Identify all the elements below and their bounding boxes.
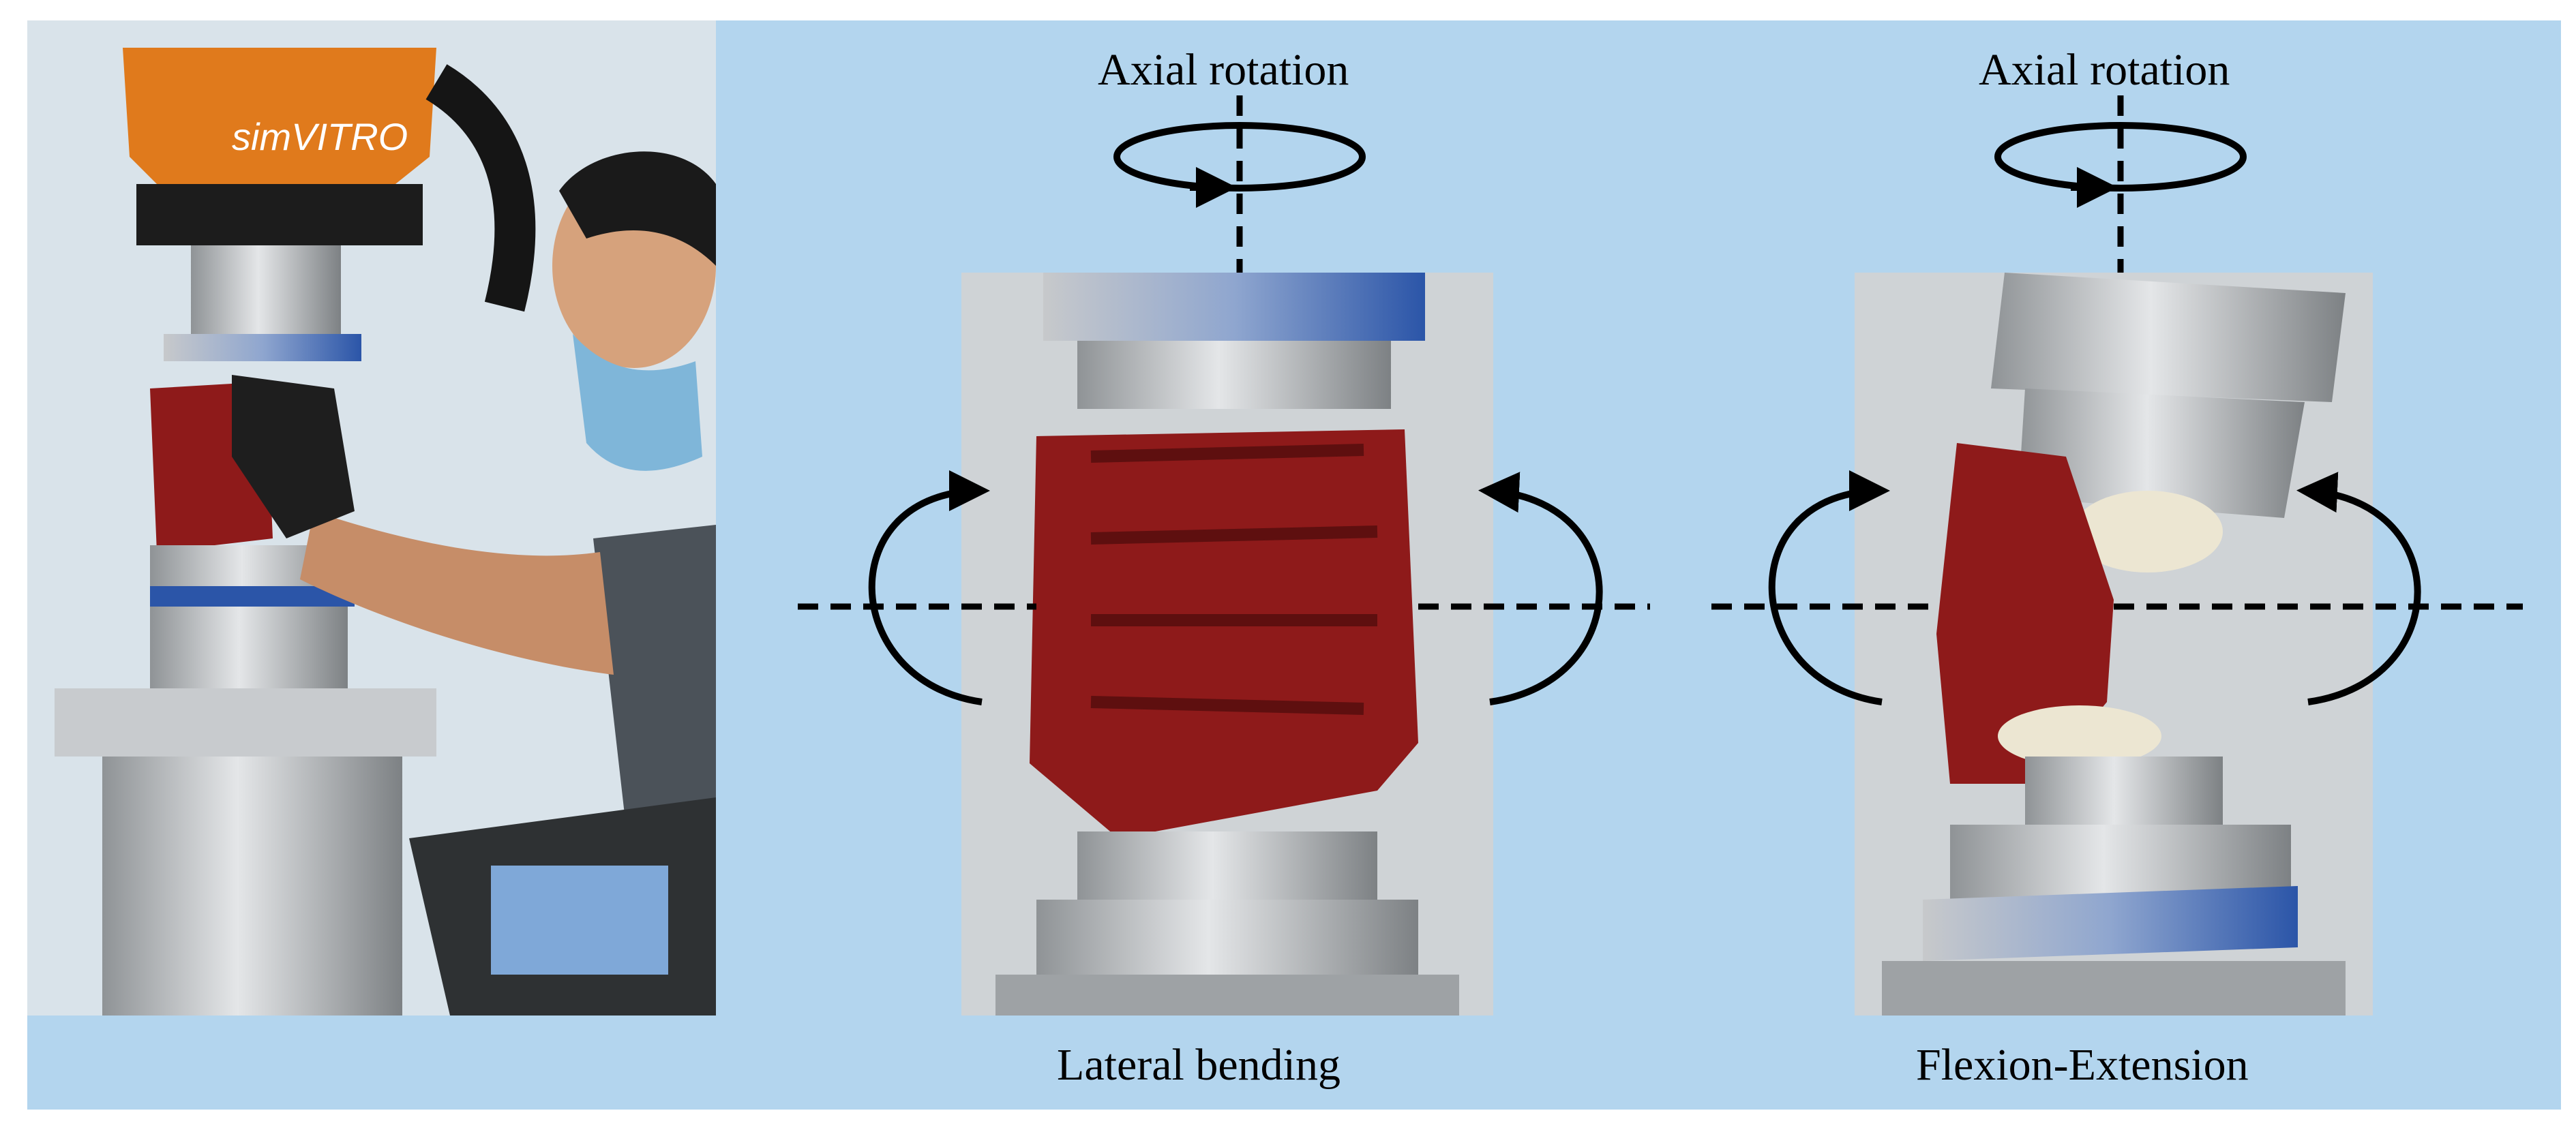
lateral-bend-arrow-right [1478,472,1603,705]
flexion-bottom-label: Flexion-Extension [1916,1040,2249,1090]
pedestal-column [102,757,402,1016]
lateral-bend-arrow-left [868,470,990,705]
lateral-specimen [1030,429,1418,838]
pendant-screen [491,866,668,975]
lower-load-base [150,607,348,688]
flexion-upper-clamp [2018,388,2305,518]
operator-arm [300,511,614,675]
axial-rotation-ellipse-right [1994,122,2247,192]
lateral-bottom-label: Lateral bending [1057,1040,1341,1090]
lower-fixture-blue [150,586,355,607]
axial-rotation-ellipse [1113,122,1366,192]
operator-hair [559,151,716,266]
flexion-upper-cement [2073,491,2223,572]
flexion-lower-cement [1998,705,2161,767]
flexion-top-label: Axial rotation [1979,45,2230,95]
lateral-specimen-texture [1090,444,1378,715]
robot-cable [425,64,536,312]
operator-glove [232,375,355,538]
lateral-lower-clamp [1077,831,1377,900]
flexion-lower-blue-plate [1923,886,2298,961]
flexion-base [1882,961,2346,1016]
lateral-base [995,975,1459,1016]
flexion-arrow-left [1768,470,1890,705]
robot-flange [136,184,423,245]
pedestal-top [55,688,436,757]
panel-flexion-extension [1711,95,2523,1016]
lateral-top-label: Axial rotation [1098,45,1349,95]
figure-panel: simVITRO [27,20,2561,1110]
lateral-upper-clamp [1077,341,1391,409]
operator-shirt [593,525,716,838]
operator-mask [573,334,702,471]
robot-brand-text: simVITRO [232,115,408,158]
load-cell [191,245,341,334]
panel-lateral-bending [798,95,1650,1016]
flexion-specimen [1936,443,2114,784]
flexion-upper-plate [1991,273,2346,402]
lateral-upper-plate [1043,273,1425,341]
flexion-arrow-right [2296,472,2421,705]
flexion-lower-clamp [2025,757,2223,831]
figure-svg: simVITRO [27,20,2523,1016]
photo-robot-setup: simVITRO [27,20,716,1016]
lateral-lower-plate [1036,900,1418,975]
upper-fixture [164,334,361,361]
robot-arm-orange [123,48,436,184]
